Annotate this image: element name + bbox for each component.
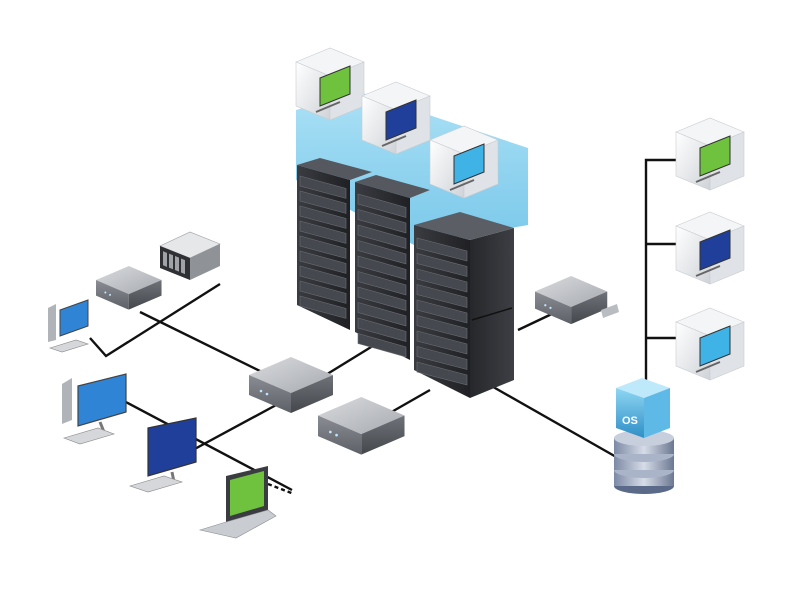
rack-drive-bay [357, 317, 407, 342]
rack-drive-bay [357, 271, 407, 296]
rack-drive-bay [416, 268, 468, 293]
connector-line [89, 282, 221, 358]
rack-drive-bay [299, 175, 347, 199]
desktop-computer-icon [48, 299, 89, 353]
rack-drive-bay [357, 224, 407, 249]
rack-drive-bays [299, 175, 468, 386]
network-switch-icon [249, 357, 333, 413]
os-database-icon: OS [614, 378, 674, 494]
connector-line-dashed [267, 482, 295, 496]
virtual-machine-cube-icon [675, 307, 745, 381]
rack-drive-bay [357, 193, 407, 218]
desktop-computer-icon [128, 417, 197, 493]
connector-lines [89, 158, 690, 496]
rack-drive-bay [416, 330, 468, 355]
virtual-machine-cube-icon [675, 117, 745, 191]
rack-drive-bay [299, 205, 347, 229]
rack-drive-bay [357, 209, 407, 234]
connector-line [139, 310, 267, 376]
laptop-icon [198, 466, 277, 539]
db-os-label: OS [622, 415, 638, 427]
rack-drive-bay [299, 265, 347, 289]
rack-drive-bay [299, 190, 347, 214]
connector-line [387, 388, 431, 416]
rack-drive-bay [299, 220, 347, 244]
virtual-machine-cube-icon [429, 125, 499, 199]
rack-drive-bay [416, 299, 468, 324]
rack-drive-bay [299, 250, 347, 274]
rack-drive-bay [357, 333, 407, 358]
rack-drive-bay [357, 255, 407, 280]
rack-drive-bay [357, 240, 407, 265]
rack-drive-bay [416, 253, 468, 277]
rack-drive-bay [357, 302, 407, 327]
connector-line [487, 382, 619, 460]
rack-drive-bay [416, 315, 468, 339]
storage-enclosure-icon [159, 231, 221, 280]
connector-line [517, 310, 557, 332]
network-switch-icon [96, 266, 162, 310]
rack-drive-bay [299, 295, 347, 319]
virtual-machine-cube-icon [361, 81, 431, 155]
connector-line [323, 342, 377, 378]
virtual-machine-cube-icon [295, 47, 365, 121]
tape-drive-icon [535, 276, 619, 325]
rack-drive-bay [416, 284, 468, 308]
rack-drive-bay [416, 346, 468, 370]
connector-line [644, 158, 690, 396]
network-switch-icon [318, 397, 405, 455]
rack-drive-bay [416, 237, 468, 262]
virtual-machine-cube-icon [675, 211, 745, 285]
rack-drive-bay [299, 280, 347, 304]
desktop-computer-icon [62, 373, 127, 445]
rack-drive-bay [357, 286, 407, 311]
rack-drive-bay [416, 361, 468, 386]
rack-drive-bay [299, 235, 347, 259]
